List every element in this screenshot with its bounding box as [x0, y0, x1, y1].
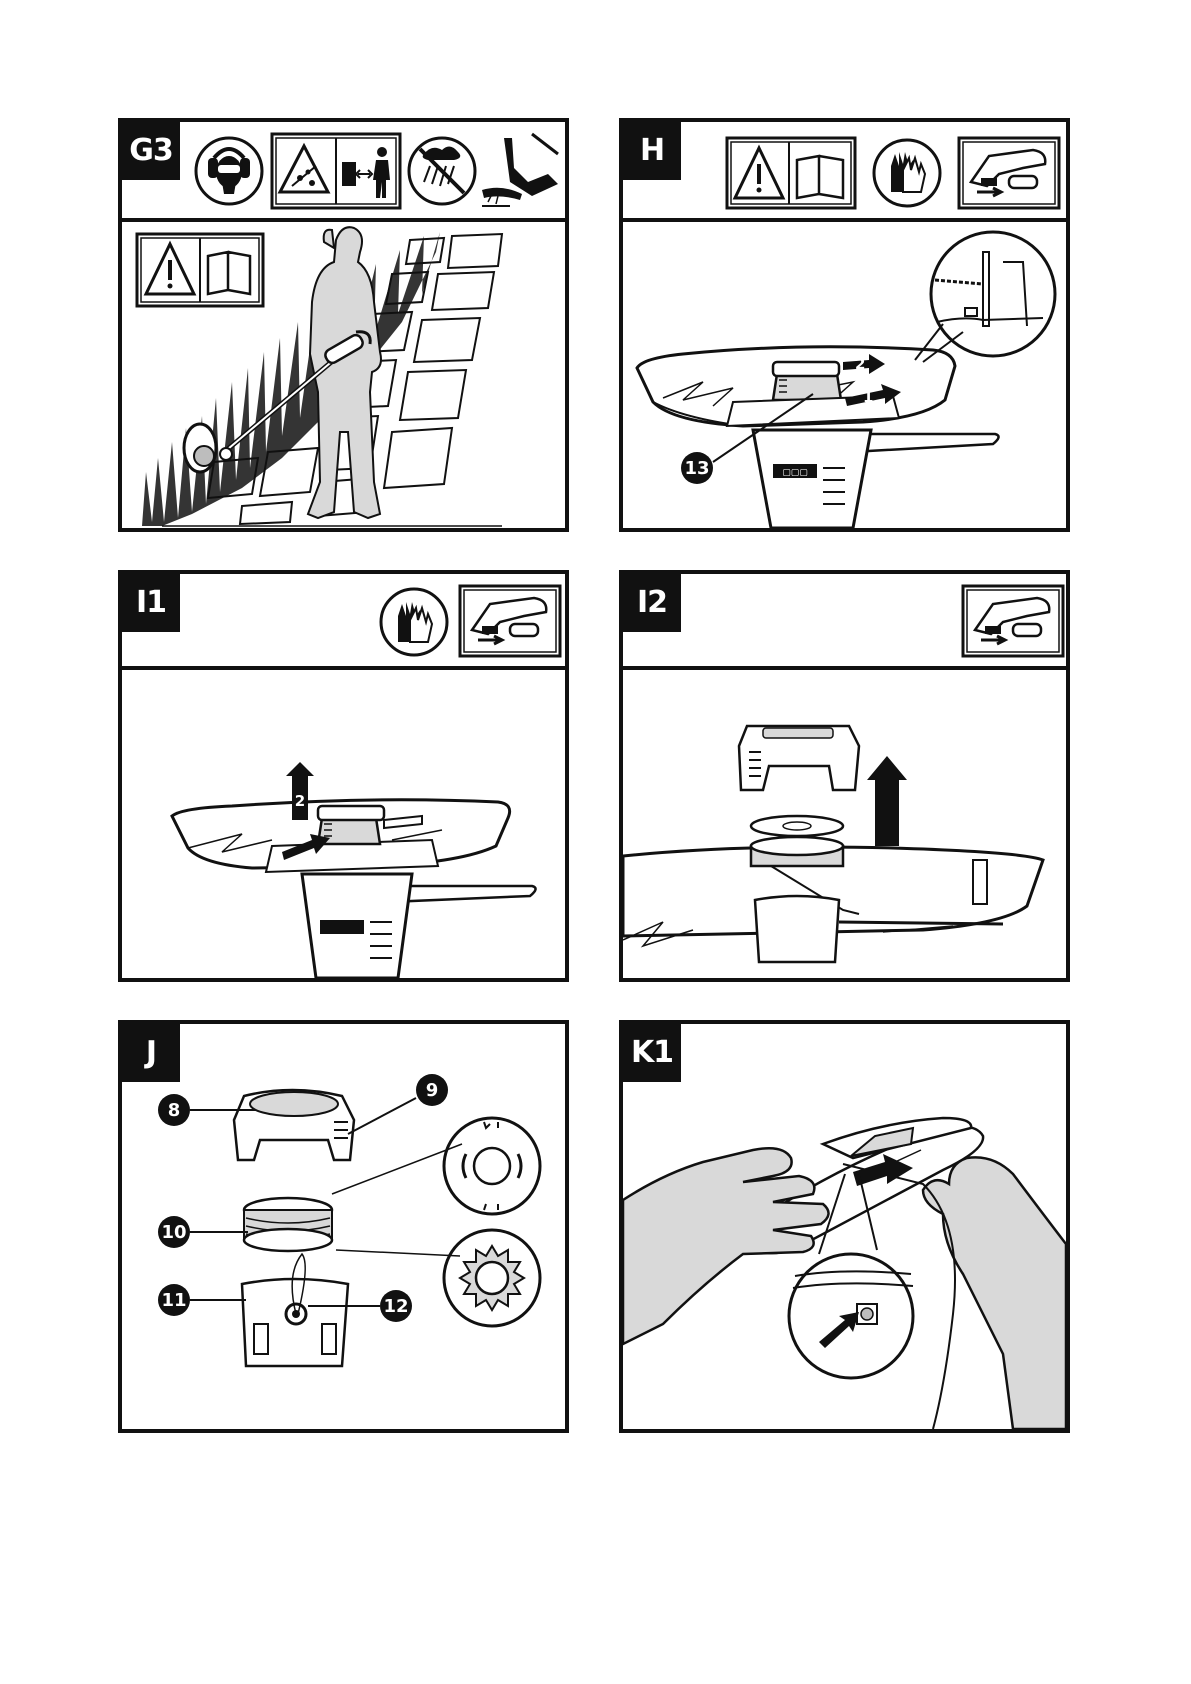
svg-text:10: 10	[161, 1222, 186, 1243]
spool-gear	[444, 1230, 540, 1326]
panel-label: H	[623, 122, 681, 180]
remove-battery-icon	[460, 586, 560, 656]
panel-i2: I2	[619, 570, 1070, 982]
callout-9: 9	[348, 1074, 448, 1134]
ear-eye-protection-icon	[196, 138, 262, 204]
panel-h: H	[619, 118, 1070, 532]
panel-illustration	[623, 1024, 1066, 1429]
callout-11: 11	[158, 1284, 246, 1316]
svg-text:2: 2	[855, 355, 865, 373]
svg-text:▢▢▢: ▢▢▢	[782, 468, 808, 478]
svg-text:1: 1	[863, 388, 873, 406]
svg-text:2: 2	[295, 792, 305, 810]
svg-text:8: 8	[168, 1100, 181, 1121]
no-foot-under-guard-icon	[482, 134, 558, 206]
panel-k1: K1	[619, 1020, 1070, 1433]
detail-zoom-circle	[915, 232, 1055, 362]
svg-text:11: 11	[161, 1290, 186, 1311]
panel-label: G3	[122, 122, 180, 180]
callout-10: 10	[158, 1216, 248, 1248]
panel-illustration: ▢▢▢ 2 1	[623, 222, 1066, 528]
spool	[244, 1198, 332, 1251]
wear-gloves-icon	[874, 140, 940, 206]
svg-text:9: 9	[426, 1080, 439, 1101]
spool-top-disc	[444, 1118, 540, 1214]
panel-label: I2	[623, 574, 681, 632]
panel-illustration: 8 9 10 11 12	[122, 1024, 565, 1429]
panel-i1: I1	[118, 570, 569, 982]
svg-text:12: 12	[383, 1296, 408, 1317]
panel-label: I1	[122, 574, 180, 632]
spool-cover	[234, 1090, 354, 1160]
panel-illustration: 2	[122, 670, 565, 978]
panel-illustration	[623, 670, 1066, 978]
remove-battery-icon	[963, 586, 1063, 656]
up-arrow	[867, 756, 907, 846]
spool-housing	[242, 1254, 348, 1366]
spool	[751, 816, 843, 866]
panel-illustration	[122, 222, 565, 528]
remove-battery-icon	[959, 138, 1059, 208]
panel-g3: G3	[118, 118, 569, 532]
warning-read-manual-icon	[137, 234, 263, 306]
thrown-objects-keep-distance-icon	[272, 134, 400, 208]
right-hand	[923, 1157, 1066, 1429]
wear-gloves-icon	[381, 589, 447, 655]
panel-header: H	[623, 122, 1066, 222]
panel-j: J	[118, 1020, 569, 1433]
panel-header: G3	[122, 122, 565, 222]
spool-housing	[755, 896, 839, 962]
panel-header: I2	[623, 574, 1066, 670]
warning-read-manual-icon	[727, 138, 855, 208]
svg-text:13: 13	[684, 458, 709, 479]
no-rain-icon	[409, 138, 475, 204]
panel-header: I1	[122, 574, 565, 670]
motor-housing	[753, 430, 871, 528]
